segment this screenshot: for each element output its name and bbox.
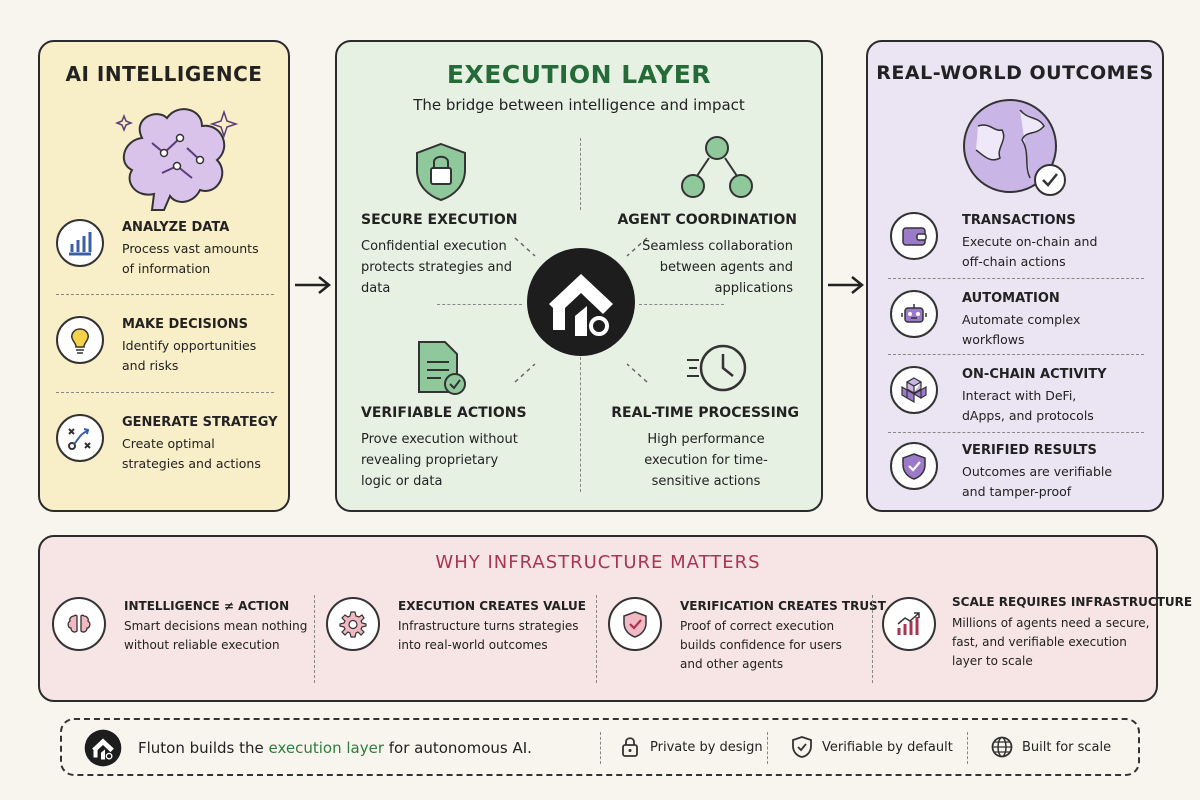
quadrant-desc: Prove execution without revealing propri… <box>361 432 518 489</box>
clock-speed-icon <box>687 344 747 392</box>
footer-tagline-start: Fluton builds the <box>138 739 269 757</box>
footer-feature: Private by design <box>618 735 763 759</box>
quadrant-title: REAL-TIME PROCESSING <box>611 405 799 421</box>
fluton-logo-icon <box>527 248 635 356</box>
arrow-right-icon <box>828 276 865 294</box>
quadrant-desc: High performance execution for time-sens… <box>644 432 768 489</box>
shield-check-icon <box>890 442 938 490</box>
outcome-title: VERIFIED RESULTS <box>962 443 1097 458</box>
outcomes-panel-title: REAL-WORLD OUTCOMES <box>876 62 1154 84</box>
shield-check-icon <box>608 597 662 651</box>
document-check-icon <box>418 341 466 395</box>
footer-feature-label: Verifiable by default <box>822 739 953 755</box>
divider <box>600 732 601 764</box>
robot-icon <box>890 290 938 338</box>
divider <box>872 595 873 683</box>
ai-item-title: GENERATE STRATEGY <box>122 415 278 430</box>
footer-feature-label: Private by design <box>650 739 763 755</box>
globe-check-icon <box>963 99 1066 196</box>
arrow-right-icon <box>295 276 332 294</box>
quadrant-desc: Confidential execution protects strategi… <box>361 239 513 296</box>
brain-illustration-icon <box>114 108 239 211</box>
outcome-desc: Automate complex workflows <box>962 312 1081 347</box>
footer-tagline: Fluton builds the execution layer for au… <box>138 739 532 757</box>
fluton-logo-icon <box>84 729 122 767</box>
divider <box>56 392 274 393</box>
ai-item-desc: Create optimal strategies and actions <box>122 436 261 471</box>
ai-item-desc: Process vast amounts of information <box>122 241 259 276</box>
why-panel-title: WHY INFRASTRUCTURE MATTERS <box>435 552 761 573</box>
footer-feature: Built for scale <box>990 735 1111 759</box>
real-world-outcomes-panel: REAL-WORLD OUTCOMES TRANSACTIONS Execute… <box>866 40 1164 512</box>
brain-icon <box>52 597 106 651</box>
divider <box>314 595 315 683</box>
execution-panel-title: EXECUTION LAYER <box>446 60 712 89</box>
bar-chart-icon <box>56 219 104 267</box>
quadrant-title: SECURE EXECUTION <box>361 212 518 228</box>
divider <box>437 304 522 305</box>
divider <box>967 732 968 764</box>
ai-intelligence-panel: AI INTELLIGENCE ANALYZE DATA Process vas… <box>38 40 290 512</box>
ai-panel-title: AI INTELLIGENCE <box>65 62 263 86</box>
divider <box>639 304 724 305</box>
execution-layer-panel: EXECUTION LAYER The bridge between intel… <box>335 40 823 512</box>
divider <box>888 278 1144 279</box>
footer-banner: Fluton builds the execution layer for au… <box>60 718 1140 776</box>
strategy-icon <box>56 414 104 462</box>
footer-tagline-highlight: execution layer <box>268 739 385 757</box>
divider <box>56 294 274 295</box>
outcome-desc: Outcomes are verifiable and tamper-proof <box>962 464 1113 499</box>
ai-item-title: MAKE DECISIONS <box>122 317 249 332</box>
wallet-icon <box>890 212 938 260</box>
footer-tagline-end: for autonomous AI. <box>384 739 532 757</box>
lock-icon <box>622 737 638 757</box>
why-item-desc: Proof of correct execution builds confid… <box>680 619 842 671</box>
why-item-title: SCALE REQUIRES INFRASTRUCTURE <box>952 595 1193 609</box>
outcome-desc: Interact with DeFi, dApps, and protocols <box>962 388 1094 423</box>
globe-icon <box>991 736 1013 758</box>
execution-panel-subtitle: The bridge between intelligence and impa… <box>413 96 745 114</box>
blocks-icon <box>890 366 938 414</box>
outcome-desc: Execute on-chain and off-chain actions <box>962 234 1098 269</box>
growth-chart-icon <box>882 597 936 651</box>
ai-item-title: ANALYZE DATA <box>122 220 230 235</box>
outcome-title: AUTOMATION <box>962 291 1060 306</box>
shield-check-icon <box>792 736 812 758</box>
lightbulb-icon <box>56 316 104 364</box>
quadrant-desc: Seamless collaboration between agents an… <box>642 239 793 296</box>
why-infrastructure-panel: WHY INFRASTRUCTURE MATTERS INTELLIGENCE … <box>38 535 1192 702</box>
why-item-title: EXECUTION CREATES VALUE <box>398 599 586 613</box>
ai-item-desc: Identify opportunities and risks <box>122 338 257 373</box>
divider <box>580 357 581 492</box>
why-item-title: VERIFICATION CREATES TRUST <box>680 599 886 613</box>
footer-feature: Verifiable by default <box>790 735 953 759</box>
gear-icon <box>326 597 380 651</box>
why-item-title: INTELLIGENCE ≠ ACTION <box>124 599 290 613</box>
divider <box>580 138 581 210</box>
why-item-desc: Smart decisions mean nothing without rel… <box>124 619 308 652</box>
divider <box>767 732 768 764</box>
why-item-desc: Infrastructure turns strategies into rea… <box>398 619 579 652</box>
outcome-title: TRANSACTIONS <box>962 213 1076 228</box>
footer-feature-label: Built for scale <box>1022 739 1112 755</box>
divider <box>596 595 597 683</box>
agent-network-icon <box>681 136 753 198</box>
divider <box>888 354 1144 355</box>
quadrant-title: AGENT COORDINATION <box>617 212 797 228</box>
outcome-title: ON-CHAIN ACTIVITY <box>962 367 1107 382</box>
shield-lock-icon <box>416 142 466 202</box>
divider <box>888 432 1144 433</box>
why-item-desc: Millions of agents need a secure, fast, … <box>952 616 1150 668</box>
quadrant-title: VERIFIABLE ACTIONS <box>361 405 527 421</box>
